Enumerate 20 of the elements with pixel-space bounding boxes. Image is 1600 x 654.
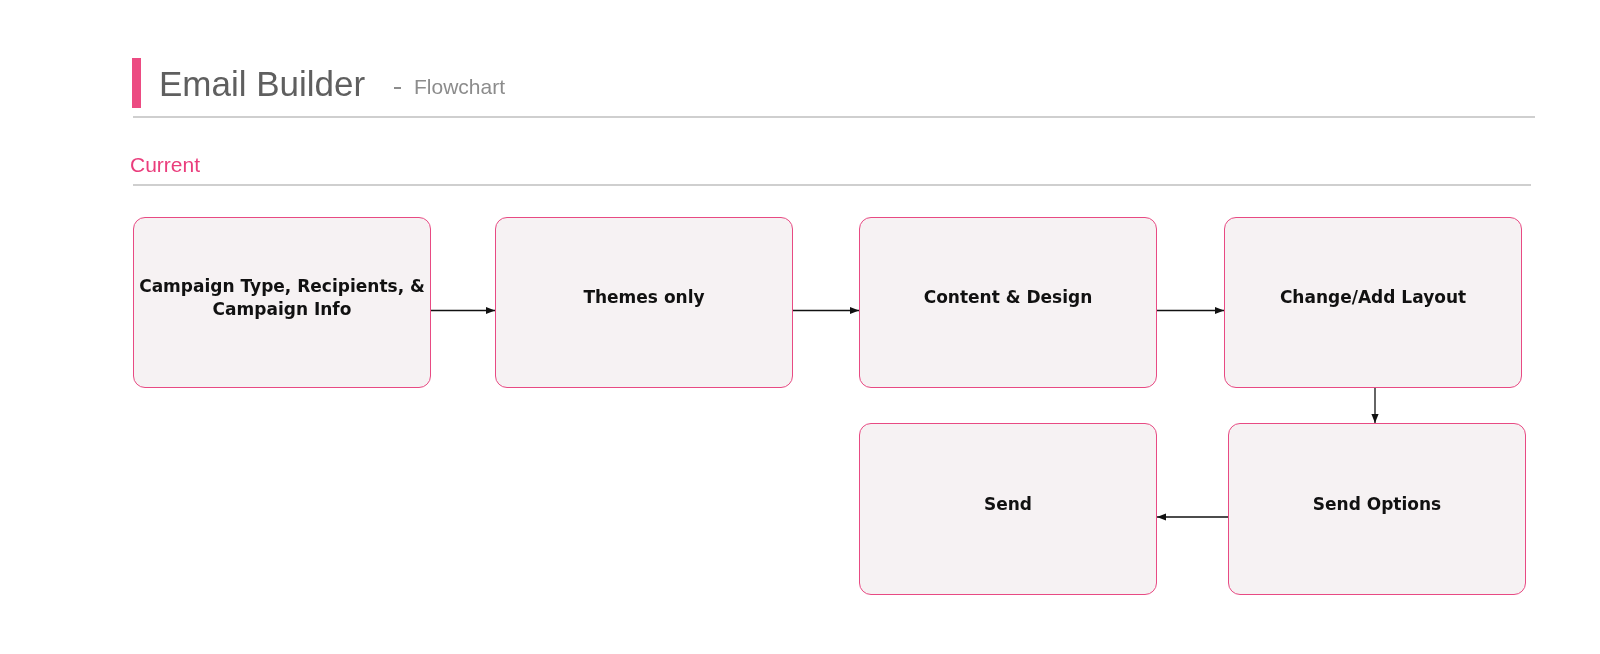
- arrow: [430, 306, 496, 315]
- process-box: [495, 217, 793, 388]
- box-label: Campaign Type, Recipients, & Campaign Info: [138, 274, 426, 321]
- process-box: [133, 217, 431, 388]
- box-label: Send: [983, 492, 1032, 516]
- arrow: [1371, 387, 1379, 424]
- process-box: [859, 217, 1157, 388]
- process-box: [1224, 217, 1522, 388]
- process-box: [859, 423, 1157, 595]
- arrow: [792, 306, 860, 315]
- box-label: Themes only: [583, 286, 705, 309]
- section-heading: Current: [130, 153, 201, 177]
- box-label: Change/Add Layout: [1279, 286, 1467, 309]
- title: Email Builder: [159, 64, 366, 104]
- box-label: Send Options: [1312, 492, 1442, 516]
- process-box: [1228, 423, 1526, 595]
- arrow: [1156, 306, 1225, 315]
- box-label: Content & Design: [923, 286, 1093, 309]
- subtitle: Flowchart: [414, 75, 506, 98]
- arrow: [1156, 513, 1229, 521]
